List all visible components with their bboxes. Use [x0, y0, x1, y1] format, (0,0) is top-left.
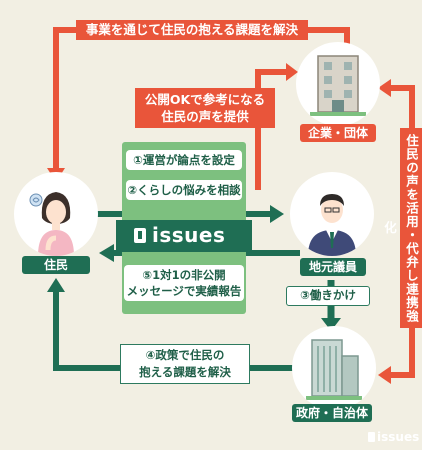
watermark-icon	[368, 432, 375, 442]
green-arrowhead-government	[321, 318, 341, 331]
issues-logo-icon-mark	[138, 231, 142, 239]
politician-illustration	[308, 194, 356, 256]
resident-label: 住民	[22, 256, 90, 274]
green-arrowhead-resident-bottom	[47, 278, 65, 292]
watermark-text: issues	[377, 430, 420, 444]
green-arrowhead-politician	[270, 205, 284, 223]
company-building-icon	[310, 55, 366, 116]
top-banner: 事業を通じて住民の抱える課題を解決	[76, 20, 308, 40]
watermark-logo: issues	[364, 430, 420, 446]
red-arrowhead-company	[286, 63, 298, 81]
company-avatar	[296, 42, 380, 126]
government-building-icon	[306, 339, 362, 400]
red-arrowhead-top-right	[378, 79, 391, 97]
government-label: 政府・自治体	[292, 404, 372, 422]
politician-avatar	[290, 172, 374, 256]
red-arrowhead-bottom-right	[378, 366, 391, 384]
step-4-label: ④政策で住民の 抱える課題を解決	[120, 344, 250, 384]
step-1-label: ①運営が論点を設定	[126, 150, 242, 170]
issues-logo-band: issues	[116, 220, 252, 252]
red-arrow-feedback-to-company	[255, 69, 288, 190]
politician-label: 地元議員	[300, 258, 366, 276]
issues-logo-text: issues	[152, 223, 226, 247]
step-3-label: ③働きかけ	[286, 286, 370, 306]
green-arrowhead-resident	[99, 244, 114, 262]
resident-avatar	[14, 172, 98, 256]
government-avatar	[292, 326, 376, 410]
step-2-label: ②くらしの悩みを相談	[126, 180, 242, 200]
step-5-label: ⑤1対1の非公開 メッセージで実績報告	[124, 265, 244, 301]
right-banner: 住民の声を活用・代弁し連携強化	[382, 128, 422, 328]
company-label: 企業・団体	[300, 124, 376, 142]
feedback-box: 公開OKで参考になる 住民の声を提供	[135, 88, 275, 128]
resident-illustration	[29, 192, 74, 256]
